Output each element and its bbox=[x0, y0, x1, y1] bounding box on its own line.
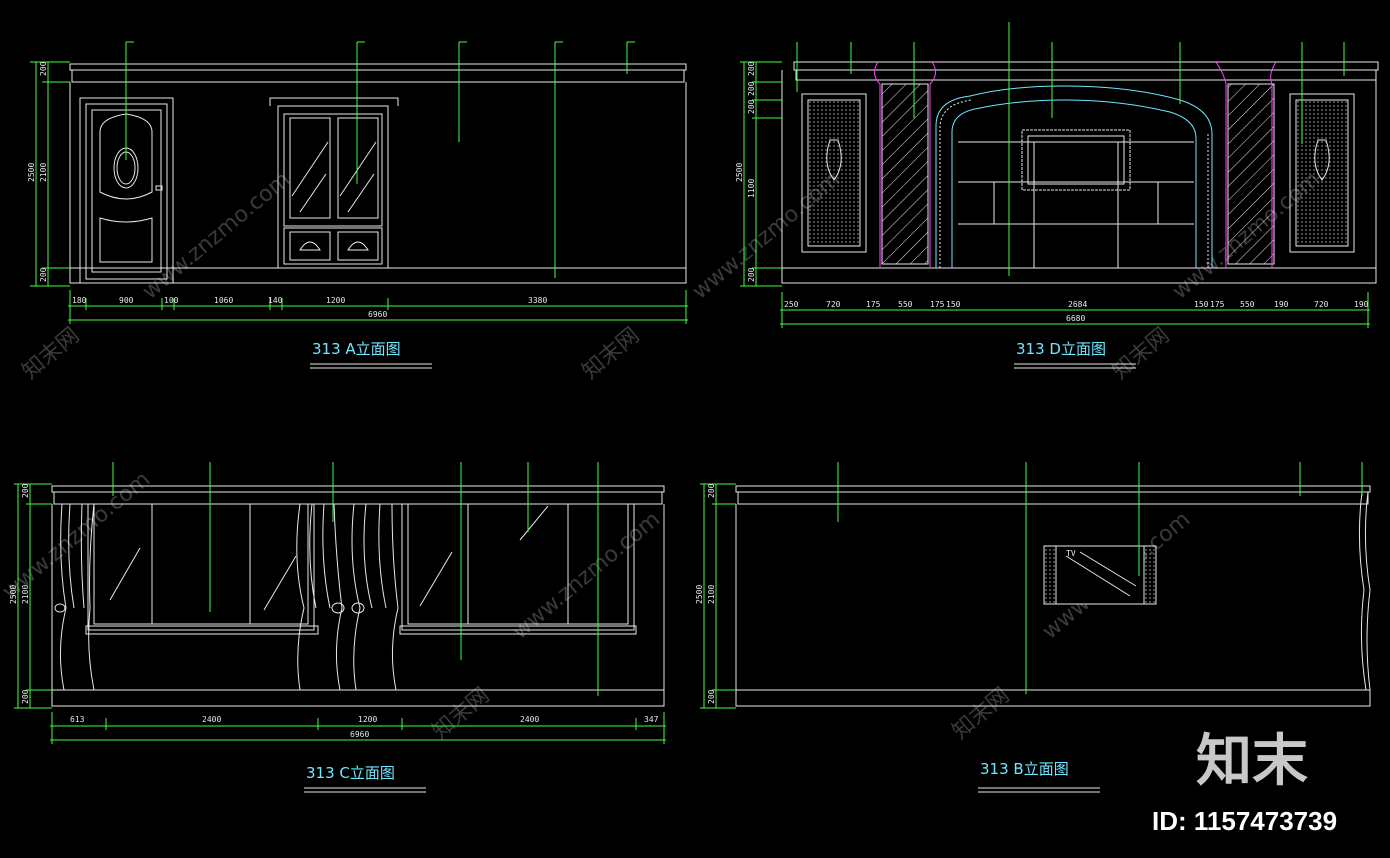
dim-a-2: 100 bbox=[164, 296, 179, 305]
view-title-d: 313 D立面图 bbox=[1016, 340, 1106, 358]
vdim-b-total: 2500 bbox=[695, 585, 704, 604]
vdim-c-1: 2100 bbox=[21, 585, 30, 604]
vdim-a-2: 200 bbox=[39, 267, 48, 282]
dim-c-4: 347 bbox=[644, 715, 659, 724]
watermark-logo: 知末 bbox=[1196, 729, 1308, 794]
dim-d-10: 190 bbox=[1274, 300, 1289, 309]
dims-c: 613 2400 1200 2400 347 6960 200 2100 200… bbox=[9, 483, 659, 739]
vdim-c-0: 200 bbox=[21, 483, 30, 498]
view-title-a: 313 A立面图 bbox=[312, 340, 401, 358]
dim-a-1: 900 bbox=[119, 296, 134, 305]
view-title-b: 313 B立面图 bbox=[980, 760, 1069, 778]
dims-b: 200 2100 200 2500 bbox=[695, 483, 716, 704]
dim-d-5: 150 bbox=[946, 300, 961, 309]
annotations-c bbox=[14, 462, 666, 744]
annotations-a bbox=[30, 41, 688, 324]
dim-d-11: 720 bbox=[1314, 300, 1329, 309]
annotations-d bbox=[740, 22, 1370, 328]
dim-a-total: 6960 bbox=[368, 310, 387, 319]
watermark-layer: 知末网 知末网 知末网 知末网 知末网 www.znzmo.com www.zn… bbox=[0, 167, 1325, 745]
dim-d-9: 550 bbox=[1240, 300, 1255, 309]
dim-d-1: 720 bbox=[826, 300, 841, 309]
cornice-a bbox=[69, 63, 687, 71]
vdim-c-2: 200 bbox=[21, 689, 30, 704]
dim-a-3: 1060 bbox=[214, 296, 233, 305]
dims-d: 250 720 175 550 175 150 2684 150 175 550… bbox=[735, 61, 1369, 323]
vdim-d-1: 200 bbox=[747, 81, 756, 96]
elevation-d bbox=[781, 61, 1379, 284]
dim-d-6: 2684 bbox=[1068, 300, 1087, 309]
watermark-cn-2: 知末网 bbox=[578, 323, 645, 385]
dim-d-8: 175 bbox=[1210, 300, 1225, 309]
vdim-d-total: 2500 bbox=[735, 163, 744, 182]
dim-a-4: 140 bbox=[268, 296, 283, 305]
vdim-a-0: 200 bbox=[39, 61, 48, 76]
watermark-cn-1: 知末网 bbox=[18, 323, 85, 385]
dim-d-7: 150 bbox=[1194, 300, 1209, 309]
dim-d-0: 250 bbox=[784, 300, 799, 309]
vdim-d-3: 1100 bbox=[747, 179, 756, 198]
annotations-b bbox=[700, 462, 1363, 709]
vdim-c-total: 2500 bbox=[9, 585, 18, 604]
vdim-d-4: 200 bbox=[747, 267, 756, 282]
elevation-b bbox=[735, 485, 1371, 707]
dims-a: 180 900 100 1060 140 1200 3380 6960 200 … bbox=[27, 61, 547, 319]
vdim-a-1: 2100 bbox=[39, 163, 48, 182]
dim-d-12: 190 bbox=[1354, 300, 1369, 309]
watermark-cn-3: 知末网 bbox=[1108, 323, 1175, 385]
dim-a-0: 180 bbox=[72, 296, 87, 305]
dim-c-total: 6960 bbox=[350, 730, 369, 739]
vdim-a-total: 2500 bbox=[27, 163, 36, 182]
vdim-b-1: 2100 bbox=[707, 585, 716, 604]
dim-c-0: 613 bbox=[70, 715, 85, 724]
dim-d-total: 6680 bbox=[1066, 314, 1085, 323]
vdim-b-2: 200 bbox=[707, 689, 716, 704]
watermark-cn-4: 知末网 bbox=[428, 683, 495, 745]
dim-d-3: 550 bbox=[898, 300, 913, 309]
dim-c-3: 2400 bbox=[520, 715, 539, 724]
view-title-c: 313 C立面图 bbox=[306, 764, 395, 782]
cornice-a-band bbox=[71, 69, 685, 83]
vdim-b-0: 200 bbox=[707, 483, 716, 498]
elevation-a bbox=[69, 63, 687, 284]
elevation-c bbox=[51, 485, 665, 707]
dim-c-1: 2400 bbox=[202, 715, 221, 724]
cabinet bbox=[269, 97, 399, 269]
watermark-id: ID: 1157473739 bbox=[1152, 806, 1337, 836]
vdim-d-2: 200 bbox=[747, 99, 756, 114]
dim-d-2: 175 bbox=[866, 300, 881, 309]
dim-d-4: 175 bbox=[930, 300, 945, 309]
dim-c-2: 1200 bbox=[358, 715, 377, 724]
watermark-cn-5: 知末网 bbox=[948, 683, 1015, 745]
vdim-d-0: 200 bbox=[747, 61, 756, 76]
magenta-lines-d bbox=[874, 61, 1277, 268]
tv-label: TV bbox=[1066, 549, 1076, 558]
dim-a-6: 3380 bbox=[528, 296, 547, 305]
dim-a-5: 1200 bbox=[326, 296, 345, 305]
